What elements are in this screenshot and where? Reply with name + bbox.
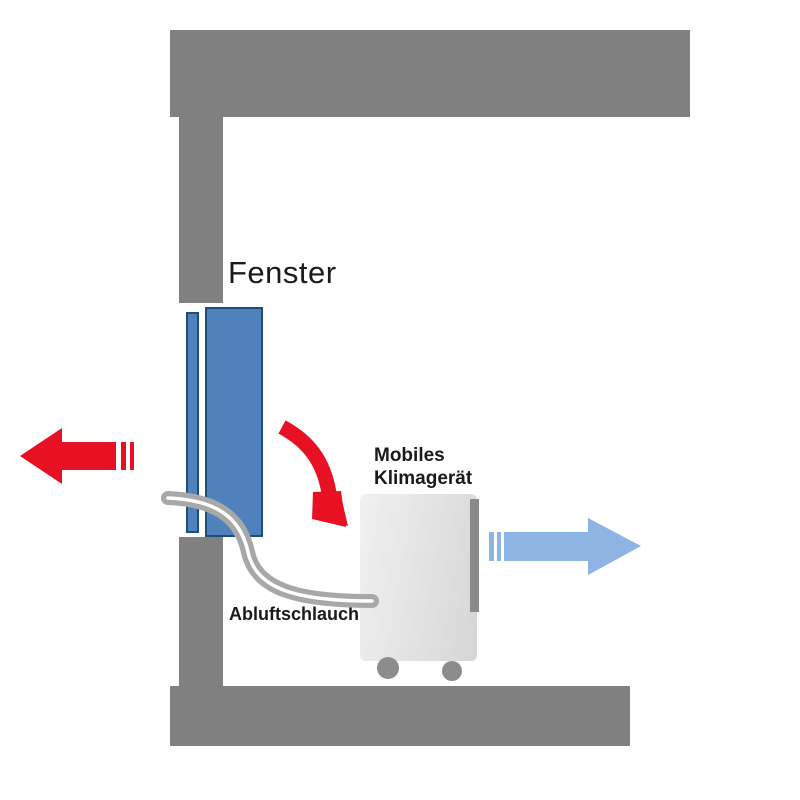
ceiling-beam [170,30,690,117]
unit-label-line1: Mobiles [374,445,445,466]
warm-air-backflow-arrow [278,420,348,527]
hose-label: Abluftschlauch [229,604,360,624]
window-label: Fenster [228,255,337,290]
unit-label: Mobiles Klimagerät [374,444,472,490]
wall-upper-segment [179,117,223,303]
exhaust-air-arrow [20,428,134,484]
floor-beam [170,686,630,746]
ac-unit-side-shadow [470,499,479,612]
window-frame [186,312,199,533]
cool-air-arrow [489,518,641,575]
ac-unit [360,494,477,661]
window-sash [205,307,263,537]
wall-lower-segment [179,537,223,690]
wheel-icon [442,661,462,681]
unit-label-line2: Klimagerät [374,468,473,489]
